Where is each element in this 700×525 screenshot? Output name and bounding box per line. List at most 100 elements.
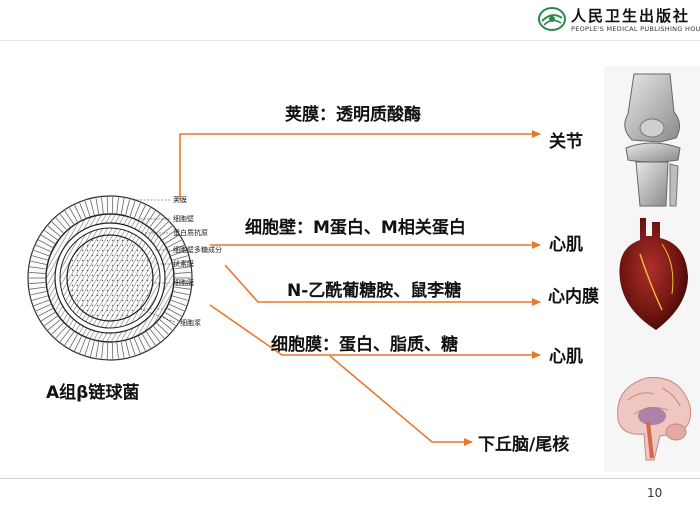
capsule-radial-line [156,322,169,335]
capsule-radial-line [120,341,125,358]
streptococcus-cell-diagram [27,195,193,361]
footer-divider [0,478,700,479]
capsule-radial-line [32,255,48,261]
layer-label-protein-antigen: 蛋白质抗原 [173,229,208,237]
capsule-radial-line [174,266,191,270]
capsule-radial-line [134,202,141,218]
publisher-emblem-icon [538,7,566,31]
heart-icon [619,218,688,330]
antigen-label-polysaccharide: N-乙酰葡糖胺、鼠李糖 [287,281,462,301]
capsule-radial-line [74,336,82,351]
capsule-radial-line [146,210,156,225]
capsule-radial-line [55,326,67,339]
capsule-radial-line [174,272,191,274]
layer-label-fusogenic-membrane: 伏素膜 [173,260,194,268]
target-endocardium: 心内膜 [548,287,599,307]
capsule-radial-line [69,334,78,349]
capsule-radial-line [47,319,61,331]
capsule-radial-line [169,304,185,312]
capsule-radial-line [33,299,50,307]
capsule-radial-line [38,239,53,248]
capsule-radial-line [134,338,141,354]
capsule-radial-line [95,198,100,215]
publisher-logo: 人民卫生出版社 PEOPLE'S MEDICAL PUBLISHING HOUS… [537,4,700,34]
capsule-radial-line [79,338,86,354]
capsule-radial-line [162,315,176,326]
capsule-radial-line [173,260,190,265]
header-divider [0,40,700,41]
capsule-radial-line [149,213,161,227]
target-myocardium-1: 心肌 [549,235,583,255]
capsule-radial-line [153,217,165,230]
target-joint: 关节 [549,132,583,152]
capsule-radial-line [41,234,56,244]
capsule-radial-line [172,295,188,301]
publisher-name-cn: 人民卫生出版社 [571,7,691,25]
publisher-name-en: PEOPLE'S MEDICAL PUBLISHING HOUSE [571,25,700,33]
capsule-radial-line [30,291,47,296]
capsule-radial-line [138,205,146,220]
capsule-radial-line [170,299,187,307]
capsule-radial-line [51,322,64,335]
capsule-radial-line [129,200,136,217]
capsule-radial-line [142,334,151,349]
capsule-radial-line [162,230,176,241]
target-hypothalamus-caudate: 下丘脑/尾核 [478,435,570,455]
capsule-radial-line [164,312,179,322]
capsule-radial-line [35,304,51,312]
capsule-radial-line [101,197,104,214]
capsule-radial-line [142,207,151,222]
capsule-radial-line [64,210,74,225]
antigen-label-cell-wall: 细胞壁：M蛋白、M相关蛋白 [245,218,466,238]
arrow-capsule-to-joint [179,130,541,200]
capsule-radial-line [29,286,46,290]
capsule-radial-line [116,342,119,359]
arrow-polysaccharide-to-endocardium [224,264,541,306]
layer-label-cell-membrane: 细胞膜 [173,279,194,287]
page-number: 10 [647,486,663,500]
capsule-radial-line [159,319,173,331]
knee-joint-icon [624,73,681,207]
cytoplasm [66,234,154,322]
capsule-radial-line [79,202,86,218]
capsule-radial-line [59,213,71,227]
capsule-radial-line [116,197,119,214]
capsule-radial-line [101,342,104,359]
capsule-radial-line [167,308,182,317]
capsule-radial-line [169,244,185,252]
capsule-radial-line [106,342,109,359]
capsule-radial-line [167,239,182,248]
capsule-radial-line [55,217,67,230]
layer-label-cell-wall: 细胞壁 [173,215,194,223]
capsule-radial-line [84,200,91,217]
organism-label: A组β链球菌 [46,383,140,403]
capsule-radial-line [138,336,146,351]
capsule-radial-line [29,282,46,284]
capsule-radial-line [111,342,114,359]
capsule-radial-line [84,339,91,356]
capsule-radial-line [38,308,53,317]
capsule-radial-line [64,331,74,346]
capsule-radial-line [111,197,114,214]
capsule-radial-line [29,272,46,274]
capsule-radial-line [74,205,82,220]
antigen-label-cell-membrane: 细胞膜：蛋白、脂质、糖 [271,335,458,355]
arrow-membrane-to-myocardium [209,304,541,359]
capsule-radial-line [146,331,156,346]
capsule-radial-line [90,199,95,216]
capsule-radial-line [172,255,188,261]
capsule-radial-line [153,326,165,339]
capsule-radial-line [41,312,56,322]
capsule-radial-line [44,230,58,241]
capsule-radial-line [30,260,47,265]
capsule-radial-line [159,225,173,237]
capsule-radial-line [59,329,71,343]
capsule-radial-line [164,234,179,244]
capsule-radial-line [29,266,46,270]
capsule-radial-line [35,244,51,252]
capsule-radial-line [106,197,109,214]
capsule-radial-line [125,340,130,357]
capsule-radial-line [170,249,187,257]
capsule-radial-line [125,199,130,216]
capsule-radial-line [174,282,191,284]
